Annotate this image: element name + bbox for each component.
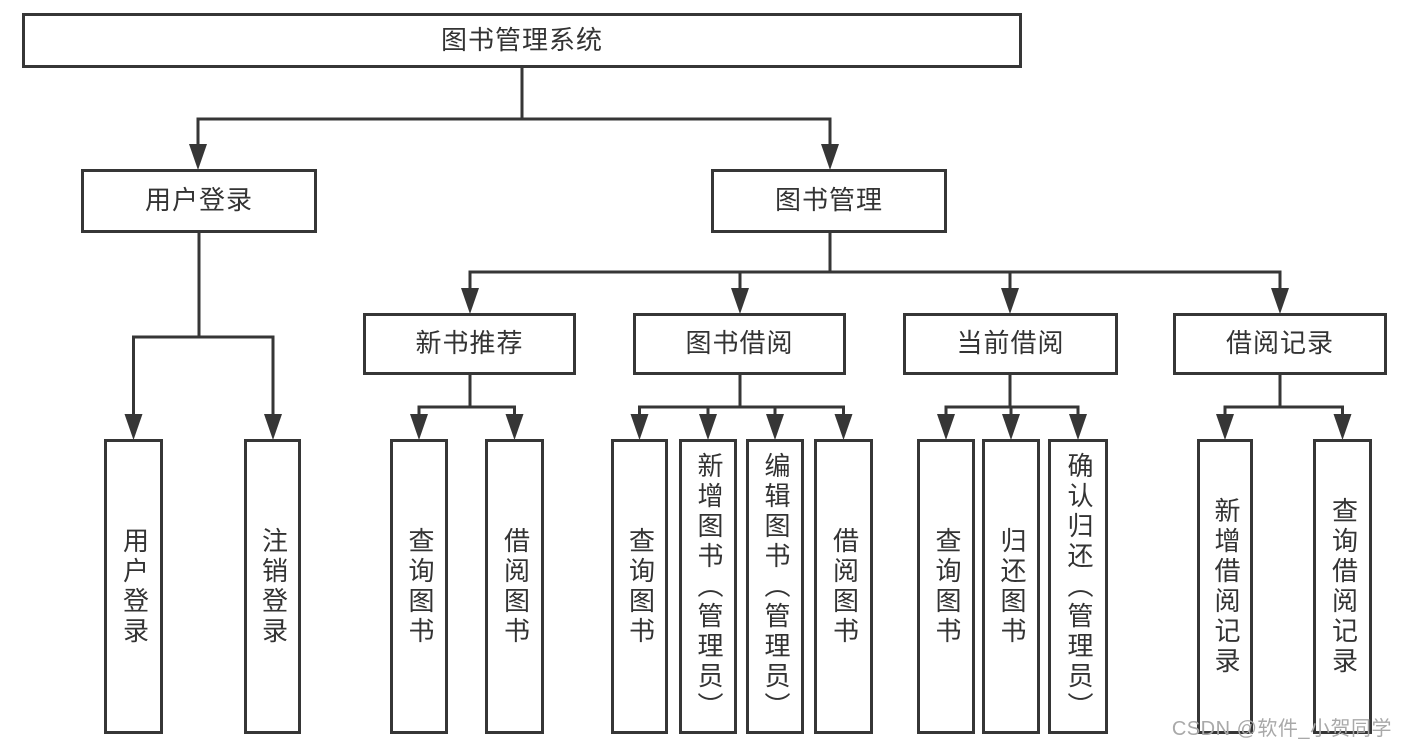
node-borrowing-records-label: 借阅记录 bbox=[1225, 328, 1334, 359]
node-book-management-label: 图书管理 bbox=[774, 185, 883, 216]
leaf-add-book-admin-label: 新增图书（管理员） bbox=[693, 451, 724, 722]
leaf-edit-book-admin-label: 编辑图书（管理员） bbox=[760, 451, 791, 722]
arrowhead bbox=[834, 414, 853, 440]
leaf-logout-label: 注销登录 bbox=[258, 526, 289, 647]
arrowhead bbox=[731, 288, 749, 314]
arrowhead bbox=[1271, 288, 1289, 314]
arrowhead bbox=[1333, 414, 1352, 440]
node-book-management: 图书管理 bbox=[711, 169, 947, 233]
arrowhead bbox=[937, 414, 955, 440]
leaf-query-books-recommend: 查询图书 bbox=[390, 439, 448, 734]
arrowhead bbox=[124, 414, 143, 440]
leaf-query-books-borrow-label: 查询图书 bbox=[625, 526, 656, 647]
leaf-query-borrow-record-label: 查询借阅记录 bbox=[1328, 496, 1359, 677]
leaf-user-login-label: 用户登录 bbox=[119, 526, 150, 647]
arrowhead bbox=[505, 414, 524, 440]
leaf-return-books: 归还图书 bbox=[982, 439, 1040, 734]
arrowhead bbox=[630, 414, 649, 440]
arrowhead bbox=[1069, 414, 1087, 440]
edges-root bbox=[189, 68, 839, 170]
arrowhead bbox=[1002, 414, 1020, 440]
arrowhead bbox=[410, 414, 428, 440]
edges-borrowing-records bbox=[1216, 374, 1352, 440]
arrowhead bbox=[821, 144, 839, 170]
node-current-borrowing-label: 当前借阅 bbox=[956, 328, 1065, 359]
leaf-add-book-admin: 新增图书（管理员） bbox=[679, 439, 737, 734]
arrowhead bbox=[264, 414, 282, 440]
edges-new-book-recommendation bbox=[410, 374, 524, 440]
leaf-borrow-books-label: 借阅图书 bbox=[829, 526, 860, 647]
node-root-label: 图书管理系统 bbox=[440, 24, 603, 55]
watermark: CSDN @软件_小贺同学 bbox=[1171, 718, 1392, 740]
node-book-borrowing-label: 图书借阅 bbox=[685, 328, 794, 359]
arrowhead bbox=[1216, 414, 1234, 440]
leaf-borrow-books-recommend-label: 借阅图书 bbox=[500, 526, 531, 647]
node-borrowing-records: 借阅记录 bbox=[1173, 313, 1387, 375]
node-root: 图书管理系统 bbox=[22, 13, 1022, 68]
edges-book-borrowing bbox=[630, 374, 853, 440]
edges-current-borrowing bbox=[937, 374, 1087, 440]
leaf-query-borrow-record: 查询借阅记录 bbox=[1313, 439, 1372, 734]
node-current-borrowing: 当前借阅 bbox=[903, 313, 1118, 375]
leaf-query-books-borrow: 查询图书 bbox=[611, 439, 668, 734]
node-book-borrowing: 图书借阅 bbox=[633, 313, 846, 375]
node-new-book-recommendation: 新书推荐 bbox=[363, 313, 576, 375]
leaf-confirm-return-admin: 确认归还（管理员） bbox=[1048, 439, 1108, 734]
edges-user-login bbox=[124, 232, 282, 440]
arrowhead bbox=[189, 144, 207, 170]
leaf-query-books-current-label: 查询图书 bbox=[931, 526, 962, 647]
arrowhead bbox=[766, 414, 784, 440]
arrowhead bbox=[699, 414, 717, 440]
leaf-user-login: 用户登录 bbox=[104, 439, 163, 734]
node-new-book-recommendation-label: 新书推荐 bbox=[415, 328, 524, 359]
leaf-query-books-recommend-label: 查询图书 bbox=[404, 526, 435, 647]
leaf-return-books-label: 归还图书 bbox=[996, 526, 1027, 647]
leaf-borrow-books-recommend: 借阅图书 bbox=[485, 439, 544, 734]
node-user-login-label: 用户登录 bbox=[144, 185, 253, 216]
leaf-query-books-current: 查询图书 bbox=[917, 439, 975, 734]
node-user-login: 用户登录 bbox=[81, 169, 317, 233]
edges-book-management bbox=[461, 232, 1289, 314]
leaf-logout: 注销登录 bbox=[244, 439, 301, 734]
leaf-add-borrow-record-label: 新增借阅记录 bbox=[1210, 496, 1241, 677]
leaf-add-borrow-record: 新增借阅记录 bbox=[1197, 439, 1253, 734]
leaf-confirm-return-admin-label: 确认归还（管理员） bbox=[1063, 451, 1094, 722]
arrowhead bbox=[1001, 288, 1019, 314]
leaf-borrow-books: 借阅图书 bbox=[814, 439, 873, 734]
leaf-edit-book-admin: 编辑图书（管理员） bbox=[746, 439, 804, 734]
arrowhead bbox=[461, 288, 479, 314]
